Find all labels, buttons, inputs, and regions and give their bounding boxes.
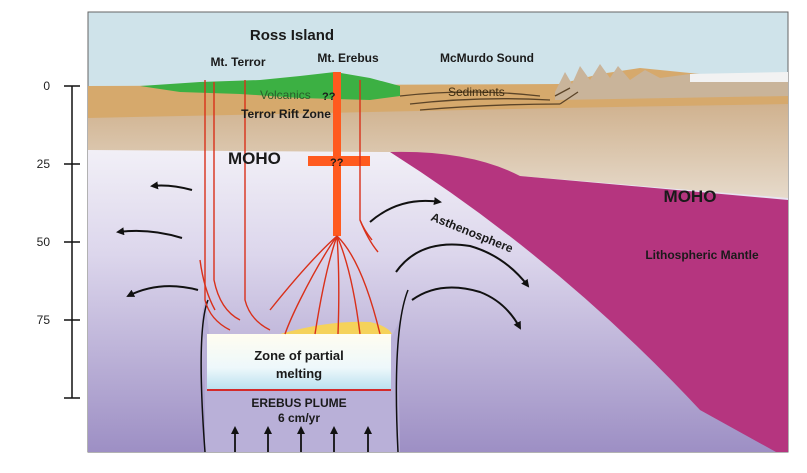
partial-melting-label-1: Zone of partial: [254, 348, 344, 363]
mcmurdo-sound-label: McMurdo Sound: [440, 51, 534, 65]
plume-wall-left: [200, 299, 209, 453]
unknown-label-1: ??: [322, 91, 336, 103]
lithospheric-mantle-label: Lithospheric Mantle: [645, 248, 759, 262]
plume-rate-label: 6 cm/yr: [278, 411, 320, 425]
erebus-sill: [308, 156, 370, 166]
depth-tick-25: 25: [37, 157, 51, 171]
plume-wall-right: [395, 289, 409, 453]
mantle-flow-arrows: [116, 181, 530, 330]
magma-dikes: [199, 80, 381, 335]
depth-tick-75: 75: [37, 313, 51, 327]
moho-left-label: MOHO: [228, 149, 281, 168]
depth-tick-0: 0: [43, 79, 50, 93]
ross-island-label: Ross Island: [250, 27, 334, 44]
mcmurdo-terrain: [555, 64, 788, 100]
depth-axis: 0 25 50 75: [37, 79, 80, 399]
melt-top-glow: [280, 321, 392, 334]
mt-erebus-label: Mt. Erebus: [317, 51, 379, 65]
ice-shelf: [690, 72, 788, 82]
mt-terror-label: Mt. Terror: [210, 55, 265, 69]
volcanics-label: Volcanics: [260, 88, 311, 102]
lithospheric-mantle-region: [390, 151, 788, 452]
erebus-conduit: [333, 72, 341, 236]
unknown-label-2: ??: [330, 157, 344, 169]
sediment-strata: [399, 87, 579, 111]
partial-melting-zone: [207, 334, 391, 390]
depth-tick-50: 50: [37, 235, 51, 249]
partial-melting-label-2: melting: [276, 366, 322, 381]
plume-up-arrows: [231, 426, 372, 452]
terror-rift-zone-label: Terror Rift Zone: [241, 107, 331, 121]
moho-right-label: MOHO: [664, 187, 717, 206]
crust-layer: [88, 100, 788, 198]
sediments-label: Sediments: [448, 85, 505, 99]
plume-name-label: EREBUS PLUME: [251, 396, 346, 410]
